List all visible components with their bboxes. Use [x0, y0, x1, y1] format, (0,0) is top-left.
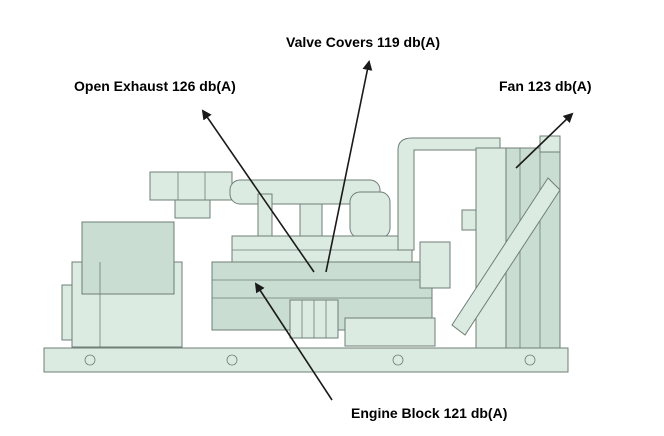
arrow-engine-block: [254, 282, 333, 401]
label-engine-block: Engine Block 121 db(A): [351, 405, 508, 421]
air-filter: [149, 171, 233, 219]
label-open-exhaust: Open Exhaust 126 db(A): [74, 78, 236, 94]
arrow-open-exhaust: [201, 109, 315, 273]
generator-set: [43, 135, 569, 373]
alternator: [61, 221, 183, 348]
arrow-valve-covers: [325, 60, 373, 273]
callout-arrows: [201, 60, 574, 401]
label-fan: Fan 123 db(A): [499, 78, 592, 94]
engine-block: [211, 235, 451, 347]
radiator-brace: [451, 177, 561, 336]
exhaust-piping: [229, 179, 391, 243]
arrow-fan: [515, 112, 574, 169]
label-valve-covers: Valve Covers 119 db(A): [286, 34, 441, 50]
